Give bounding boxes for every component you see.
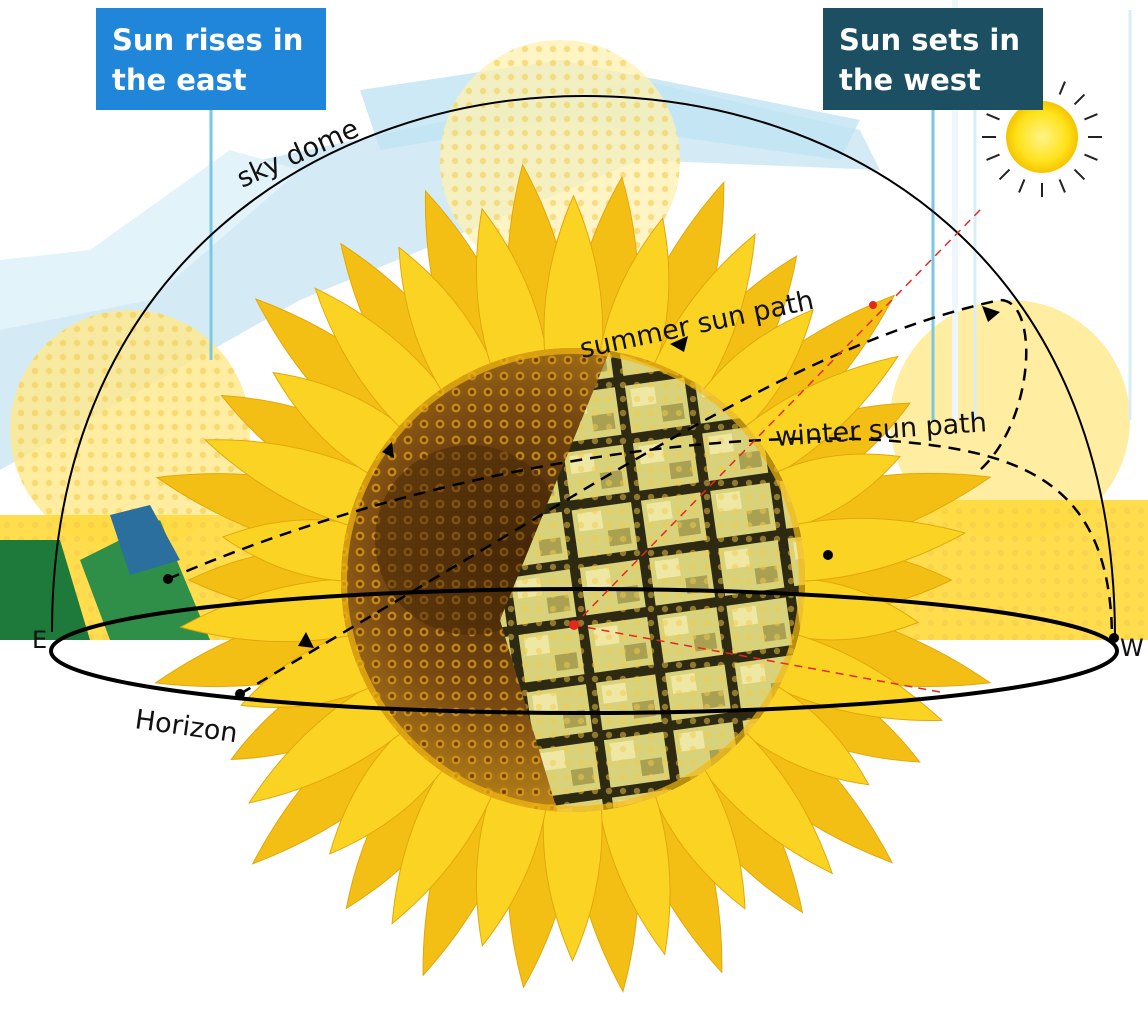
sunrise-callout-line2: the east	[112, 63, 247, 97]
sun-ray	[1073, 168, 1086, 181]
sunflower-petal	[221, 519, 369, 582]
summer-arrow	[670, 336, 688, 352]
sun-ray	[998, 168, 1011, 181]
return-arrow	[982, 306, 1000, 322]
horizon-point-east	[163, 574, 173, 584]
sunflower-image	[154, 163, 992, 993]
sunflower-petal	[646, 233, 756, 408]
horizon-point-south	[235, 689, 245, 699]
sun-ray	[986, 153, 1000, 161]
sunflower-petal	[730, 355, 899, 484]
sunflower-petal	[543, 194, 604, 371]
summer-arrow-lower	[382, 442, 394, 458]
sunset-callout-line2: the west	[839, 63, 981, 97]
sunflower-petal	[475, 776, 550, 948]
east-letter: E	[32, 626, 47, 654]
sun-ray	[1073, 93, 1086, 106]
sun-icon	[982, 77, 1102, 197]
sunflower-petal	[596, 217, 670, 384]
sunflower-petal	[475, 207, 550, 384]
sunflower-petal	[398, 246, 501, 408]
sun-ray	[986, 113, 1000, 121]
sunflower-petal	[542, 789, 603, 963]
winter-sun-path	[167, 437, 1114, 637]
sunflower-petal	[596, 776, 671, 956]
origin-marker	[569, 620, 579, 630]
sightline-horizon	[573, 624, 941, 693]
sunrise-callout: Sun rises in the east	[96, 8, 326, 110]
sky-dome-arc	[51, 94, 1116, 639]
sunflower-petal	[314, 287, 455, 442]
summer-sun-path	[239, 298, 1028, 696]
sightline-sun	[573, 209, 981, 626]
sunflower-petal	[645, 752, 746, 910]
sunflower-petal	[777, 517, 967, 583]
sky-dome-diagram	[49, 94, 1119, 715]
sun-position-marker	[869, 301, 877, 309]
sun-ray	[1018, 179, 1026, 193]
sunflower-petal	[391, 752, 500, 925]
sunflower-petal	[691, 718, 834, 875]
sun-ray	[1058, 179, 1066, 193]
horizon-point-west	[1109, 633, 1119, 643]
sun-ray	[1058, 81, 1066, 95]
sunset-callout: Sun sets in the west	[823, 8, 1043, 110]
horizon-ellipse	[49, 587, 1119, 715]
sun-ray	[1084, 153, 1098, 161]
west-letter: W	[1120, 634, 1144, 662]
sun-ray	[1084, 113, 1098, 121]
path-arrow-low	[298, 632, 314, 648]
sunflower-petal	[759, 453, 901, 532]
sunrise-callout-line1: Sun rises in	[112, 23, 304, 57]
sunset-callout-line1: Sun sets in	[839, 23, 1021, 57]
sunflower-petal	[203, 439, 387, 532]
observer-dot	[823, 550, 833, 560]
